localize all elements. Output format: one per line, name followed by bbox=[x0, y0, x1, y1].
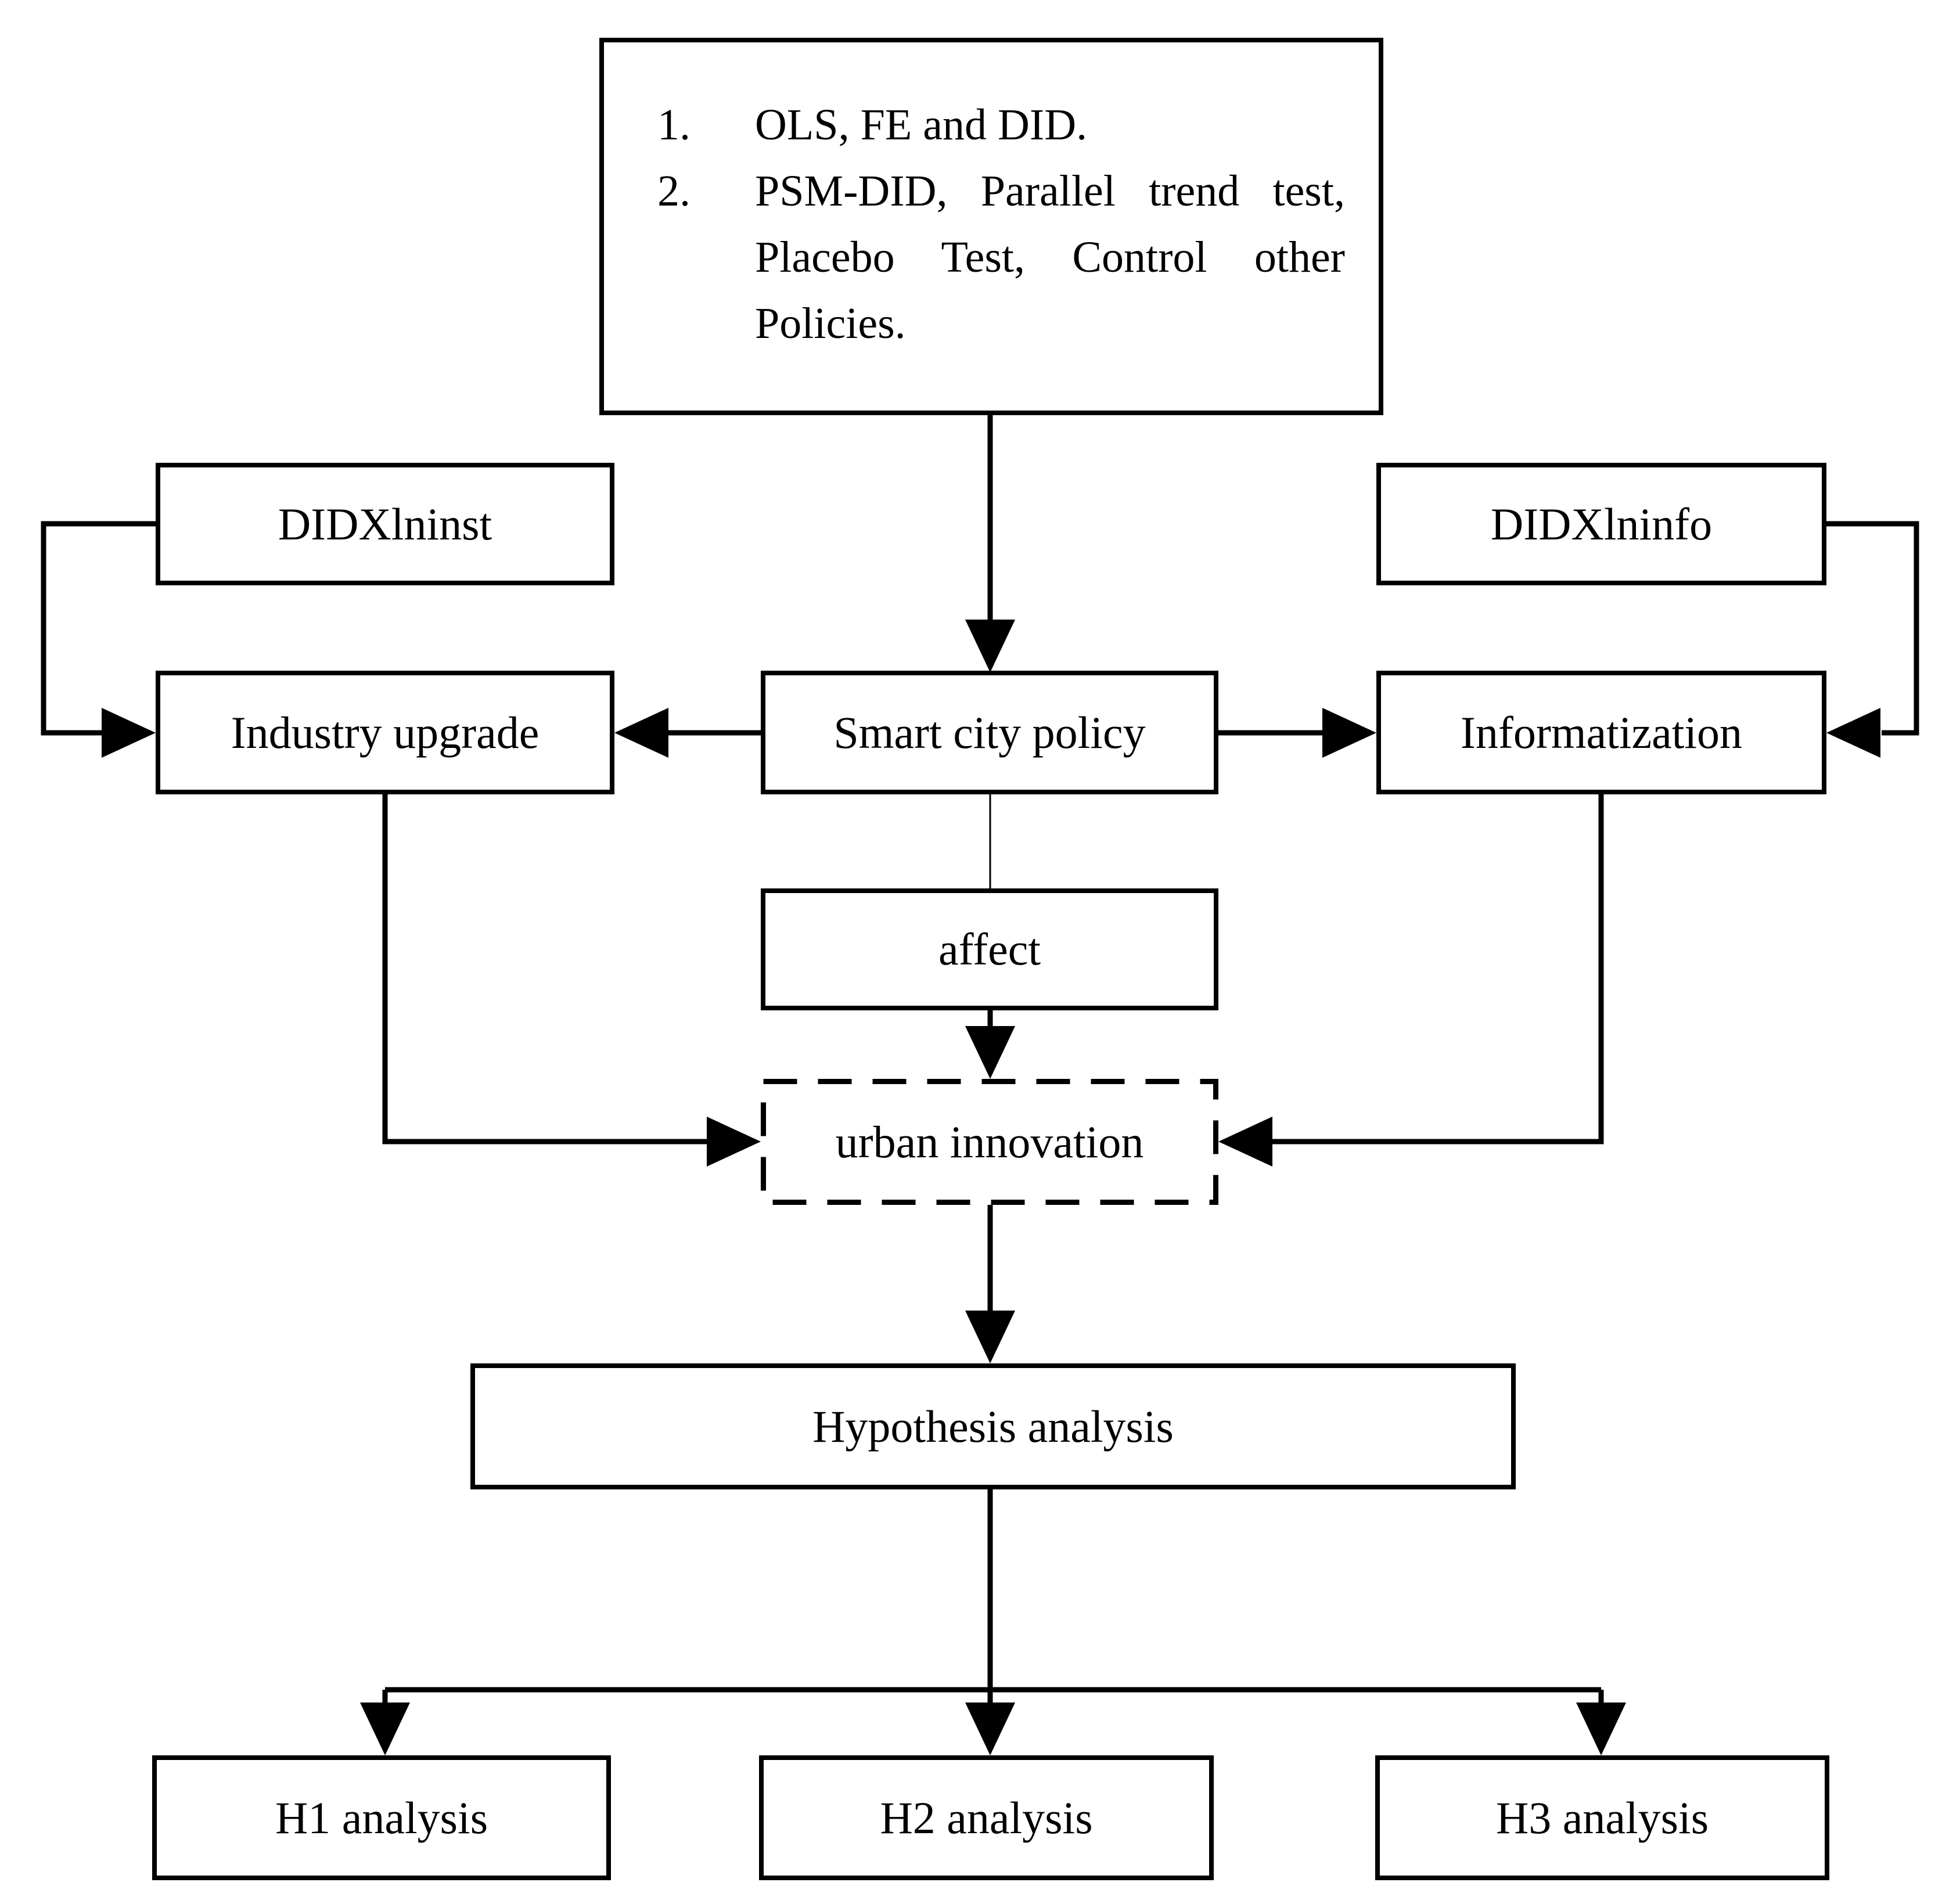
edge-hypothesis-branch bbox=[360, 1489, 1626, 1755]
node-industry-upgrade: Industry upgrade bbox=[156, 671, 614, 794]
node-h2-analysis-label: H2 analysis bbox=[880, 1792, 1093, 1843]
methods-item-2-number: 2. bbox=[657, 167, 691, 215]
methods-item-1-number: 1. bbox=[657, 100, 691, 149]
edge-smart-city-to-industry-upgrade bbox=[614, 708, 761, 758]
node-didxlninst-label: DIDXlninst bbox=[278, 498, 492, 549]
edge-methods-to-smart-city bbox=[965, 415, 1015, 672]
node-hypothesis-analysis-label: Hypothesis analysis bbox=[812, 1401, 1174, 1452]
node-industry-upgrade-label: Industry upgrade bbox=[231, 707, 540, 758]
edge-industry-upgrade-to-urban-innovation bbox=[382, 794, 761, 1167]
node-methods-box: 1. OLS, FE and DID. 2. PSM-DID, Parallel… bbox=[599, 38, 1383, 415]
node-hypothesis-analysis: Hypothesis analysis bbox=[470, 1363, 1516, 1489]
edge-urban-innovation-to-hypothesis bbox=[965, 1205, 1015, 1363]
methods-item-1-text: OLS, FE and DID. bbox=[755, 100, 1088, 149]
edge-didxlninfo-to-informatization bbox=[1826, 521, 1919, 758]
methods-item-1: 1. OLS, FE and DID. bbox=[657, 92, 1345, 158]
node-smart-city-policy-label: Smart city policy bbox=[833, 707, 1146, 758]
node-informatization-label: Informatization bbox=[1460, 707, 1743, 758]
node-h3-analysis-label: H3 analysis bbox=[1495, 1792, 1709, 1843]
node-h1-analysis: H1 analysis bbox=[152, 1755, 611, 1880]
node-h2-analysis: H2 analysis bbox=[759, 1755, 1214, 1880]
node-smart-city-policy: Smart city policy bbox=[761, 671, 1218, 794]
edge-smart-city-to-informatization bbox=[1218, 708, 1376, 758]
node-informatization: Informatization bbox=[1376, 671, 1826, 794]
edge-didxlninst-to-industry-upgrade bbox=[41, 521, 156, 758]
node-affect: affect bbox=[761, 888, 1218, 1010]
node-didxlninfo-label: DIDXlninfo bbox=[1490, 498, 1713, 549]
node-h3-analysis: H3 analysis bbox=[1375, 1755, 1829, 1880]
node-affect-label: affect bbox=[938, 924, 1041, 975]
methods-list: 1. OLS, FE and DID. 2. PSM-DID, Parallel… bbox=[604, 42, 1379, 357]
node-didxlninst: DIDXlninst bbox=[156, 463, 614, 585]
node-didxlninfo: DIDXlninfo bbox=[1376, 463, 1826, 585]
edge-affect-to-urban-innovation bbox=[965, 1010, 1015, 1079]
edge-informatization-to-urban-innovation bbox=[1218, 794, 1604, 1167]
methods-item-2: 2. PSM-DID, Parallel trend test, Placebo… bbox=[657, 158, 1345, 357]
node-h1-analysis-label: H1 analysis bbox=[275, 1792, 488, 1843]
methods-item-2-text: PSM-DID, Parallel trend test, Placebo Te… bbox=[755, 167, 1345, 348]
node-urban-innovation-label: urban innovation bbox=[835, 1116, 1144, 1167]
node-urban-innovation: urban innovation bbox=[761, 1079, 1218, 1205]
